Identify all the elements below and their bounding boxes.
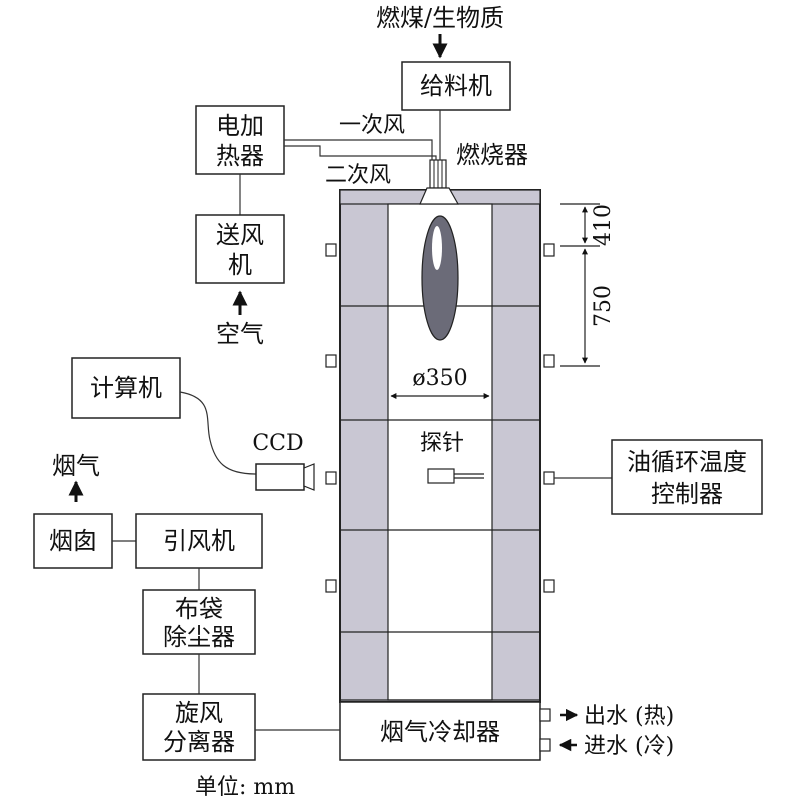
chimney-label: 烟囱 [49,527,97,555]
burner [419,159,460,205]
computer-box [71,357,181,419]
burner-label: 燃烧器 [456,141,528,169]
baghouse-box [142,589,256,655]
dimension-marks [390,203,600,399]
gas-cooler-label: 烟气冷却器 [380,718,500,746]
flue-out-label: 烟气 [52,452,100,480]
probe-label: 探针 [420,431,464,456]
port-right-1 [543,243,555,257]
secondary-air-pipe [284,145,437,160]
ccd-camera-body [255,463,305,491]
ccd-label: CCD [252,431,303,456]
port-left-3 [325,471,337,485]
computer-cable [179,391,257,475]
heater-label-2: 热器 [216,142,264,170]
oil-controller-box [611,439,763,515]
baghouse-label-1: 布袋 [175,595,223,623]
heater-label-1: 电加 [216,112,264,140]
flame [421,215,459,341]
port-right-3 [543,471,555,485]
dim-410-label: 410 [591,204,616,246]
ccd-lens [303,463,315,491]
water-inlet-port [539,738,551,752]
water-inlet-label: 进水 (冷) [584,734,674,759]
furnace [325,189,555,703]
gas-cooler-box [339,701,541,761]
feeder-box [401,61,511,111]
unit-note: 单位: mm [195,775,295,800]
water-outlet-label: 出水 (热) [584,704,674,729]
feeder-label: 给料机 [420,72,492,100]
computer-label: 计算机 [90,374,162,402]
burner-cone [419,187,460,205]
cyclone-label-2: 分离器 [163,728,235,756]
probe-body [427,468,455,484]
blower-label-1: 送风 [216,221,264,249]
primary-air-pipe [284,139,433,160]
baghouse-label-2: 除尘器 [163,623,235,651]
oil-ctrl-label-2: 控制器 [651,480,723,508]
fuel-label: 燃煤/生物质 [376,4,504,32]
cyclone-label-1: 旋风 [175,699,223,727]
water-outlet-port [539,708,551,722]
secondary-air-label: 二次风 [325,163,391,188]
port-left-4 [325,579,337,593]
blower-box [195,214,285,284]
blower-label-2: 机 [228,251,252,279]
flame-highlight [432,226,442,270]
air-label: 空气 [216,320,264,348]
induced-fan-label: 引风机 [163,527,235,555]
cyclone-box [142,693,256,761]
oil-ctrl-label-1: 油循环温度 [627,448,747,476]
port-right-2 [543,354,555,368]
port-left-2 [325,354,337,368]
dim-diameter-label: ø350 [412,366,467,391]
dim-750-label: 750 [591,285,616,327]
primary-air-label: 一次风 [339,113,405,138]
port-right-4 [543,579,555,593]
port-left-1 [325,243,337,257]
